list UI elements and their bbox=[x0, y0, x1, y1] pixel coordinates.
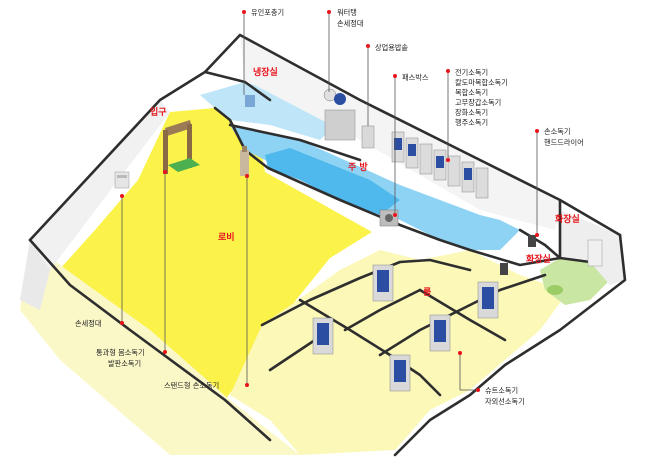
callout-kitchen-devices-2: 칼도마복합소독기 bbox=[455, 78, 508, 87]
kitchen-front-wall bbox=[228, 123, 362, 162]
kitchen-partition bbox=[213, 106, 562, 267]
outer-wall-right bbox=[393, 233, 627, 457]
callout-kitchen-devices-1: 전기소독기 bbox=[455, 68, 488, 77]
room-label-kitchen: 주 방 bbox=[348, 161, 368, 173]
callout-hand-devices-2: 핸드드라이어 bbox=[544, 138, 584, 147]
hand-wash-sink bbox=[114, 171, 130, 189]
lobby-edge-floor bbox=[20, 240, 300, 455]
callout-kitchen-devices-5: 장화소독기 bbox=[455, 108, 488, 117]
callout-water-tank-1: 워터탱 bbox=[337, 8, 357, 17]
kitchen-floor-dark bbox=[265, 148, 400, 215]
callout-hand-wash-station: 손세정대 bbox=[75, 319, 101, 328]
room-sterilizer-cabinets bbox=[312, 264, 499, 392]
restroom-hand-dryer bbox=[500, 235, 536, 275]
left-wall-face bbox=[30, 100, 170, 270]
room-label-cold-storage: 냉장실 bbox=[253, 66, 278, 78]
room-partition-b bbox=[343, 288, 422, 332]
room-label-lobby: 로비 bbox=[218, 231, 235, 243]
callout-leaders bbox=[121, 12, 538, 391]
restroom-toilet bbox=[547, 239, 603, 295]
water-tank-station bbox=[323, 88, 356, 141]
stand-sanitizer bbox=[240, 146, 249, 176]
room-partition-c bbox=[418, 288, 507, 342]
callout-fire-extinguisher: 유인포충기 bbox=[251, 8, 284, 17]
callout-kitchen-devices-3: 복합소독기 bbox=[455, 88, 488, 97]
cold-storage-wall bbox=[203, 70, 272, 102]
callout-water-tank-2: 손세정대 bbox=[337, 19, 363, 28]
callout-uv-1: 슈트소독기 bbox=[485, 386, 518, 395]
callout-hand-devices-1: 손소독기 bbox=[544, 127, 570, 136]
callout-kitchen-devices-6: 행주소독기 bbox=[455, 118, 488, 127]
cold-storage-floor bbox=[200, 82, 340, 140]
room-label-entrance: 입구 bbox=[150, 106, 167, 118]
callout-uv-2: 자외선소독기 bbox=[485, 397, 525, 406]
cold-storage-unit bbox=[245, 95, 255, 107]
left-wall-face-lower bbox=[20, 240, 50, 310]
outer-wall-left bbox=[28, 33, 622, 242]
commercial-rice-cooker bbox=[361, 125, 375, 149]
callout-pass-box: 패스박스 bbox=[402, 73, 429, 82]
callout-walkthrough-1: 통과형 몸소독기 bbox=[96, 348, 145, 357]
room-label-room: 룸 bbox=[423, 286, 431, 298]
callout-stand-sanitizer: 스탠드형 손소독기 bbox=[164, 381, 219, 390]
room-label-restroom-1: 화장실 bbox=[555, 213, 580, 225]
room-partition-d bbox=[378, 273, 547, 357]
callout-kitchen-devices-4: 고무장갑소독기 bbox=[455, 98, 501, 107]
walkthrough-disinfection-gate bbox=[163, 120, 200, 174]
callout-commercial-sink: 상업용밥솥 bbox=[375, 43, 408, 52]
room-label-restroom-2: 화장실 bbox=[526, 253, 551, 265]
callout-walkthrough-2: 발판소독기 bbox=[108, 359, 141, 368]
inner-wall-lobby-left bbox=[28, 238, 272, 442]
callout-dots bbox=[120, 10, 539, 392]
